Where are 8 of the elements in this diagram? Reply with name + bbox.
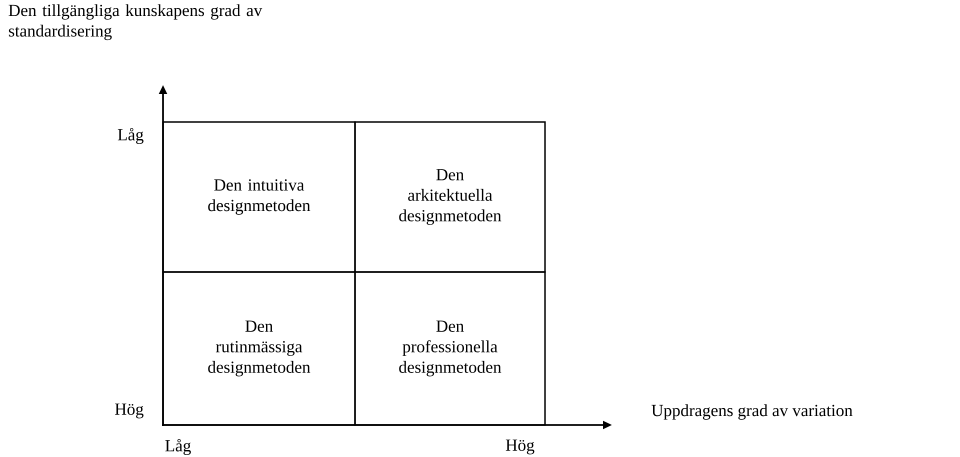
axis-title: Uppdragens grad av variation: [652, 404, 853, 420]
quadrant-cell: Den professionella designmetoden: [354, 271, 546, 426]
axis-value: Låg: [118, 128, 144, 144]
axis-title: Den tillgängliga kunskapens grad av standardisering: [8, 4, 262, 40]
quadrant-cell: Den arkitektuella designmetoden: [354, 121, 546, 273]
quadrant-cell: Den rutinmässiga designmetoden: [162, 271, 356, 426]
axis-value: Hög: [115, 404, 144, 418]
quadrant-cell: Den intuitiva designmetoden: [162, 121, 356, 273]
